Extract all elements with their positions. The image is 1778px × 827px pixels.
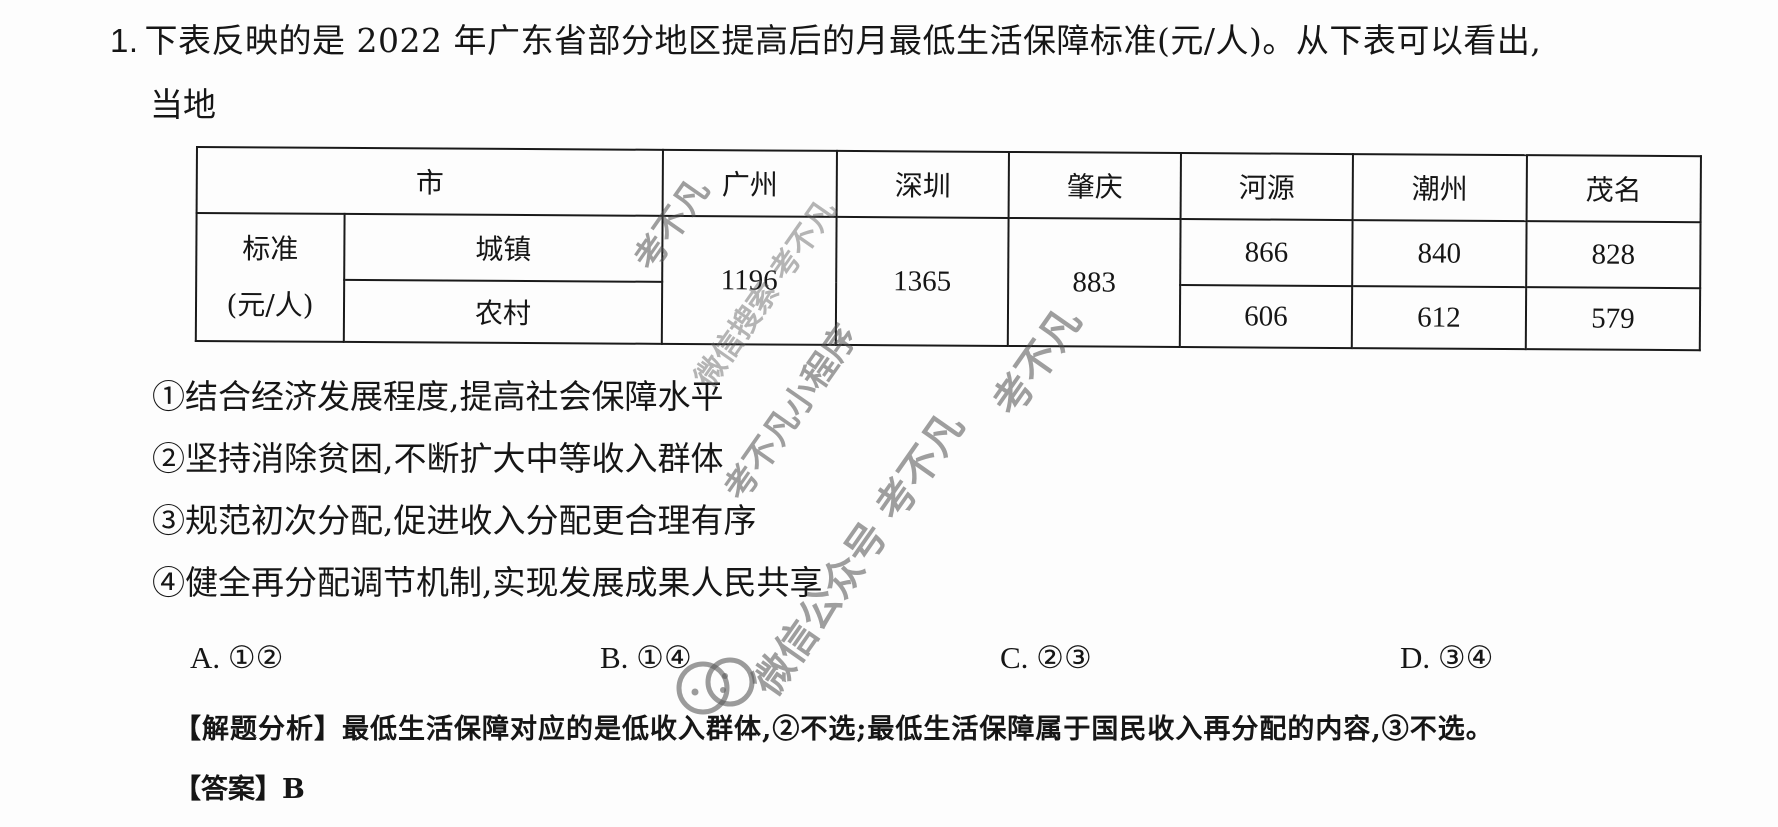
answer-choices: A. ①② B. ①④ C. ②③ D. ③④ — [0, 640, 1778, 690]
statement-1: ①结合经济发展程度,提高社会保障水平 — [152, 377, 724, 416]
value-maoming-rural: 579 — [1525, 287, 1701, 351]
row-label-unit: (元/人) — [226, 288, 314, 322]
value-shenzhen: 1365 — [835, 216, 1009, 346]
question-number: 1. — [110, 22, 139, 59]
value-guangzhou: 1196 — [661, 215, 837, 345]
statement-3: ③规范初次分配,促进收入分配更合理有序 — [152, 501, 757, 540]
header-city-label: 市 — [196, 147, 663, 216]
header-city: 肇庆 — [1008, 151, 1181, 220]
table-header-row: 市 广州 深圳 肇庆 河源 潮州 茂名 — [196, 147, 1701, 223]
value-heyuan-urban: 866 — [1180, 219, 1353, 287]
analysis-text: 【解题分析】最低生活保障对应的是低收入群体,②不选;最低生活保障属于国民收入再分… — [174, 714, 1494, 745]
row-label-main: 标准 — [242, 232, 299, 266]
row-label-standard: 标准 (元/人) — [195, 213, 345, 342]
question-stem-line1: 下表反映的是 2022 年广东省部分地区提高后的月最低生活保障标准(元/人)。从… — [144, 21, 1542, 60]
header-city: 茂名 — [1526, 155, 1701, 223]
choice-a[interactable]: A. ①② — [190, 640, 284, 675]
value-chaozhou-urban: 840 — [1352, 220, 1527, 288]
header-city: 河源 — [1180, 153, 1353, 221]
answer-text: 【答案】B — [174, 774, 305, 805]
header-city: 深圳 — [836, 150, 1009, 218]
choice-b[interactable]: B. ①④ — [600, 640, 692, 675]
question-stem: 1.下表反映的是 2022 年广东省部分地区提高后的月最低生活保障标准(元/人)… — [110, 16, 1541, 66]
table-row-urban: 标准 (元/人) 城镇 1196 1365 883 866 840 828 — [195, 213, 1701, 348]
choice-c[interactable]: C. ②③ — [1000, 640, 1092, 675]
choice-d[interactable]: D. ③④ — [1400, 640, 1494, 675]
value-zhaoqing: 883 — [1007, 217, 1181, 348]
statement-2: ②坚持消除贫困,不断扩大中等收入群体 — [152, 439, 724, 478]
header-city: 广州 — [662, 149, 837, 217]
statement-4: ④健全再分配调节机制,实现发展成果人民共享 — [152, 563, 823, 602]
value-heyuan-rural: 606 — [1179, 285, 1353, 349]
value-maoming-urban: 828 — [1526, 221, 1701, 289]
standard-table: 市 广州 深圳 肇庆 河源 潮州 茂名 标准 (元/人) 城镇 1196 136… — [195, 146, 1702, 351]
value-chaozhou-rural: 612 — [1351, 286, 1527, 350]
header-city: 潮州 — [1352, 154, 1527, 222]
question-stem-line2: 当地 — [150, 85, 216, 124]
sub-row-rural: 农村 — [343, 279, 663, 344]
sub-row-urban: 城镇 — [344, 213, 663, 282]
